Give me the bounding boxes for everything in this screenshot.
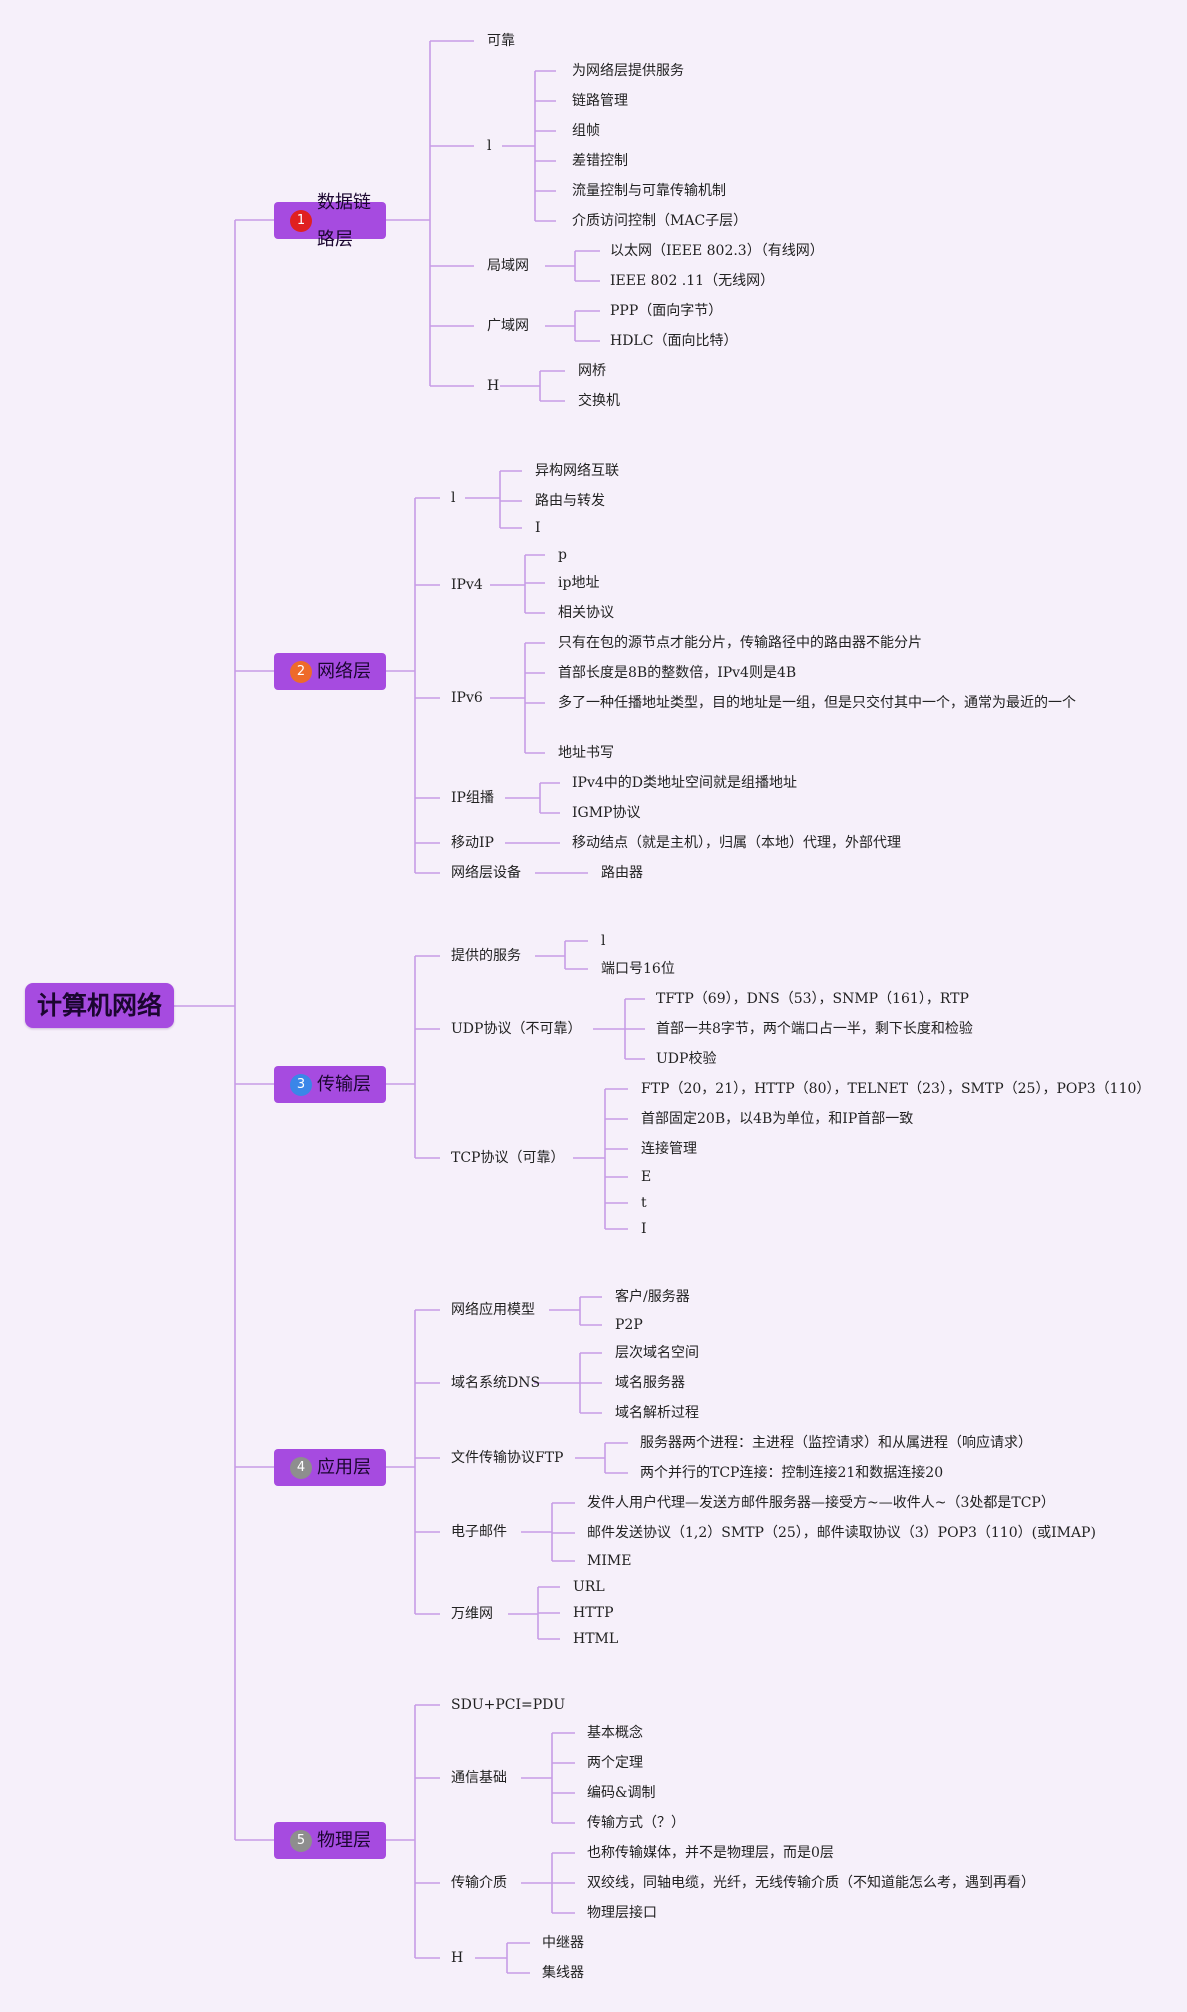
branch-transport-layer[interactable]: 3 传输层 — [274, 1066, 386, 1103]
subtopic[interactable]: 以太网（IEEE 802.3）（有线网） — [610, 243, 824, 259]
topic-ipv4[interactable]: IPv4 — [451, 577, 483, 593]
subtopic[interactable]: IGMP协议 — [572, 805, 641, 821]
subtopic[interactable]: 地址书写 — [558, 745, 614, 761]
subtopic[interactable]: 多了一种任播地址类型，目的地址是一组，但是只交付其中一个，通常为最近的一个 — [558, 695, 1076, 711]
subtopic[interactable]: 移动结点（就是主机），归属（本地）代理，外部代理 — [572, 835, 901, 851]
topic-ipv6[interactable]: IPv6 — [451, 690, 483, 706]
badge-3-icon: 3 — [290, 1073, 312, 1096]
subtopic[interactable]: 路由与转发 — [535, 493, 605, 509]
subtopic[interactable]: 层次域名空间 — [615, 1345, 699, 1361]
subtopic[interactable]: 客户/服务器 — [615, 1289, 690, 1305]
subtopic[interactable]: 两个定理 — [587, 1755, 643, 1771]
subtopic[interactable]: 组帧 — [572, 123, 600, 139]
subtopic[interactable]: 端口号16位 — [601, 961, 675, 977]
badge-1-icon: 1 — [290, 209, 312, 232]
subtopic[interactable]: URL — [573, 1579, 605, 1595]
branch-application-layer[interactable]: 4 应用层 — [274, 1449, 386, 1486]
branch-label: 传输层 — [317, 1074, 371, 1095]
topic-email[interactable]: 电子邮件 — [451, 1524, 507, 1540]
subtopic[interactable]: 首部长度是8B的整数倍，IPv4则是4B — [558, 665, 797, 681]
subtopic[interactable]: 传输方式（？） — [587, 1815, 685, 1831]
topic-mobile-ip[interactable]: 移动IP — [451, 835, 494, 851]
topic-comm[interactable]: 通信基础 — [451, 1770, 507, 1786]
subtopic[interactable]: HDLC（面向比特） — [610, 333, 738, 349]
subtopic[interactable]: UDP校验 — [656, 1051, 717, 1067]
subtopic[interactable]: I — [641, 1221, 647, 1237]
subtopic[interactable]: 发件人用户代理—发送方邮件服务器—接受方~—收件人~（3处都是TCP） — [587, 1495, 1055, 1511]
topic-nw-device[interactable]: 网络层设备 — [451, 865, 521, 881]
subtopic[interactable]: HTML — [573, 1631, 619, 1647]
subtopic[interactable]: 基本概念 — [587, 1725, 643, 1741]
branch-data-link-layer[interactable]: 1 数据链路层 — [274, 192, 386, 250]
subtopic[interactable]: 双绞线，同轴电缆，光纤，无线传输介质（不知道能怎么考，遇到再看） — [587, 1875, 1035, 1891]
topic-service[interactable]: 提供的服务 — [451, 948, 521, 964]
subtopic[interactable]: 介质访问控制（MAC子层） — [572, 213, 748, 229]
topic-nw-l[interactable]: l — [451, 490, 456, 506]
branch-label: 物理层 — [317, 1830, 371, 1851]
subtopic[interactable]: IPv4中的D类地址空间就是组播地址 — [572, 775, 797, 791]
subtopic[interactable]: TFTP（69），DNS（53），SNMP（161），RTP — [656, 991, 969, 1007]
subtopic[interactable]: 邮件发送协议（1,2）SMTP（25），邮件读取协议（3）POP3（110）(或… — [587, 1525, 1096, 1541]
subtopic[interactable]: l — [601, 933, 606, 949]
subtopic[interactable]: 链路管理 — [572, 93, 628, 109]
topic-media[interactable]: 传输介质 — [451, 1875, 507, 1891]
branch-network-layer[interactable]: 2 网络层 — [274, 653, 386, 690]
subtopic[interactable]: 中继器 — [542, 1935, 584, 1951]
subtopic[interactable]: E — [641, 1169, 652, 1185]
topic-reliable[interactable]: 可靠 — [487, 33, 515, 49]
subtopic[interactable]: FTP（20，21），HTTP（80），TELNET（23），SMTP（25），… — [641, 1081, 1151, 1097]
subtopic[interactable]: 连接管理 — [641, 1141, 697, 1157]
subtopic[interactable]: 流量控制与可靠传输机制 — [572, 183, 726, 199]
subtopic[interactable]: 相关协议 — [558, 605, 614, 621]
topic-dl-l[interactable]: l — [487, 138, 492, 154]
subtopic[interactable]: p — [558, 547, 567, 563]
branch-label: 数据链路层 — [317, 191, 371, 250]
subtopic[interactable]: 也称传输媒体，并不是物理层，而是0层 — [587, 1845, 834, 1861]
subtopic[interactable]: 交换机 — [578, 393, 620, 409]
subtopic[interactable]: 异构网络互联 — [535, 463, 619, 479]
subtopic[interactable]: PPP（面向字节） — [610, 303, 723, 319]
topic-ph-h[interactable]: H — [451, 1950, 464, 1966]
topic-udp[interactable]: UDP协议（不可靠） — [451, 1021, 582, 1037]
badge-2-icon: 2 — [290, 660, 312, 683]
subtopic[interactable]: 服务器两个进程：主进程（监控请求）和从属进程（响应请求） — [640, 1435, 1032, 1451]
topic-lan[interactable]: 局域网 — [487, 258, 529, 274]
branch-label: 网络层 — [317, 661, 371, 682]
subtopic[interactable]: 编码&调制 — [587, 1785, 656, 1801]
topic-ftp[interactable]: 文件传输协议FTP — [451, 1450, 564, 1466]
subtopic[interactable]: P2P — [615, 1317, 643, 1333]
topic-dl-h[interactable]: H — [487, 378, 500, 394]
subtopic[interactable]: 路由器 — [601, 865, 643, 881]
topic-www[interactable]: 万维网 — [451, 1606, 493, 1622]
badge-4-icon: 4 — [290, 1456, 312, 1479]
subtopic[interactable]: 为网络层提供服务 — [572, 63, 684, 79]
subtopic[interactable]: HTTP — [573, 1605, 614, 1621]
subtopic[interactable]: 差错控制 — [572, 153, 628, 169]
subtopic[interactable]: 网桥 — [578, 363, 606, 379]
subtopic[interactable]: 集线器 — [542, 1965, 584, 1981]
subtopic[interactable]: 两个并行的TCP连接：控制连接21和数据连接20 — [640, 1465, 944, 1481]
topic-wan[interactable]: 广域网 — [487, 318, 529, 334]
subtopic[interactable]: MIME — [587, 1553, 632, 1569]
branch-label: 应用层 — [317, 1457, 371, 1478]
subtopic[interactable]: IEEE 802 .11（无线网） — [610, 273, 775, 289]
branch-physical-layer[interactable]: 5 物理层 — [274, 1822, 386, 1859]
badge-5-icon: 5 — [290, 1829, 312, 1852]
topic-tcp[interactable]: TCP协议（可靠） — [451, 1150, 565, 1166]
subtopic[interactable]: ip地址 — [558, 575, 600, 591]
topic-app-model[interactable]: 网络应用模型 — [451, 1302, 535, 1318]
subtopic[interactable]: t — [641, 1195, 647, 1211]
topic-multicast[interactable]: IP组播 — [451, 790, 494, 806]
subtopic[interactable]: I — [535, 520, 541, 536]
topic-dns[interactable]: 域名系统DNS — [451, 1375, 541, 1391]
subtopic[interactable]: 域名服务器 — [615, 1375, 685, 1391]
subtopic[interactable]: 物理层接口 — [587, 1905, 657, 1921]
topic-sdu[interactable]: SDU+PCI=PDU — [451, 1697, 566, 1713]
subtopic[interactable]: 首部固定20B，以4B为单位，和IP首部一致 — [641, 1111, 914, 1127]
subtopic[interactable]: 首部一共8字节，两个端口占一半，剩下长度和检验 — [656, 1021, 973, 1037]
subtopic[interactable]: 域名解析过程 — [615, 1405, 699, 1421]
root-node[interactable]: 计算机网络 — [25, 983, 174, 1028]
subtopic[interactable]: 只有在包的源节点才能分片，传输路径中的路由器不能分片 — [558, 635, 922, 651]
